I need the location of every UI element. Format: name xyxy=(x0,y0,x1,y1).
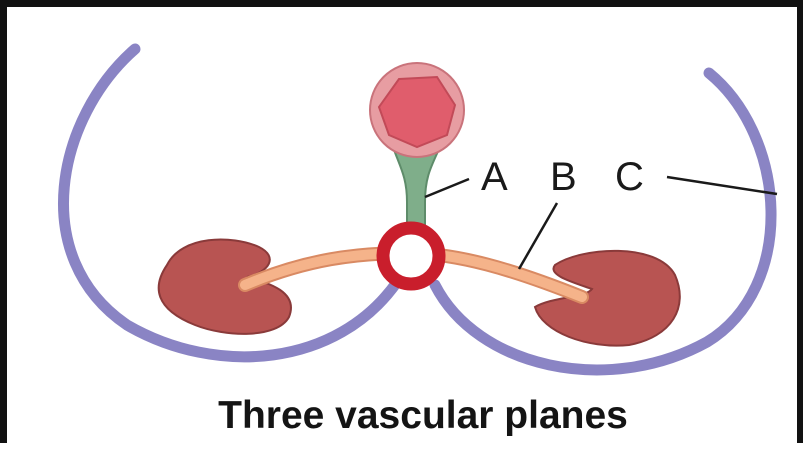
right-kidney xyxy=(535,251,680,346)
caption: Three vascular planes xyxy=(218,394,628,437)
vascular-planes-diagram: A B C Three vascular planes xyxy=(7,7,803,450)
label-b-leader xyxy=(519,203,557,269)
label-c-leader xyxy=(667,177,777,194)
label-b: B xyxy=(550,155,577,199)
umbilical-vein xyxy=(393,147,440,235)
label-a: A xyxy=(481,155,508,199)
label-a-leader xyxy=(425,179,469,197)
label-c: C xyxy=(615,155,644,199)
left-kidney xyxy=(159,240,291,334)
aorta-ring xyxy=(383,228,439,284)
